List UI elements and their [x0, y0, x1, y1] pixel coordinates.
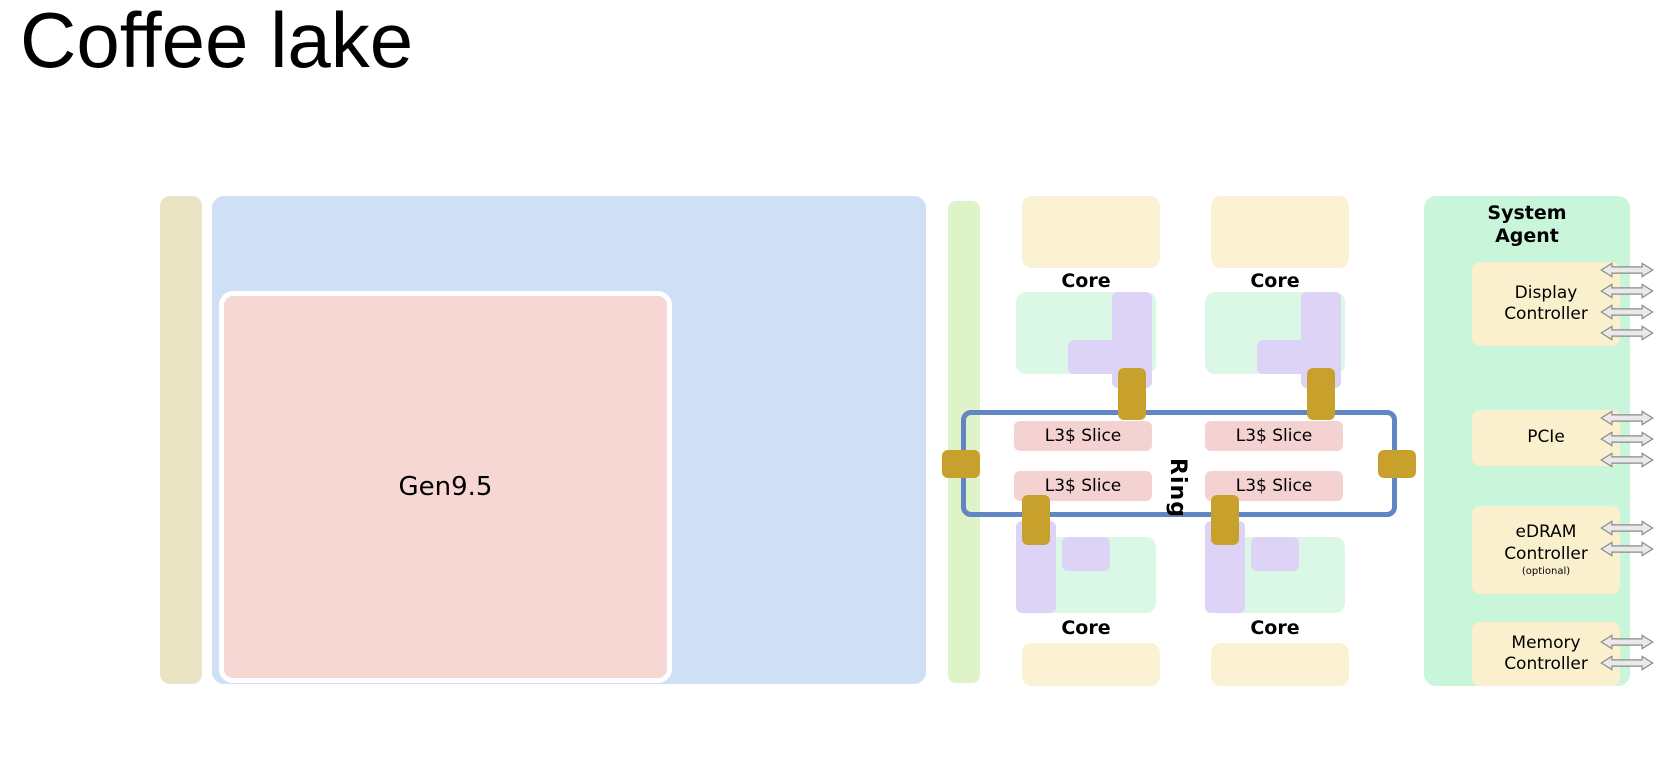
core-label: Core: [1250, 270, 1300, 292]
display-bus-arrows: [1598, 262, 1656, 341]
l3-slice: L3$ Slice: [1205, 421, 1343, 451]
edram-bus-arrows: [1598, 520, 1656, 557]
l3-slice-label: L3$ Slice: [1235, 476, 1313, 496]
edram-controller-box: eDRAM Controller (optional): [1472, 506, 1620, 594]
bus-arrow-icon: [1600, 520, 1654, 536]
ring-stop: [1378, 450, 1416, 478]
l3-slice-label: L3$ Slice: [1044, 426, 1122, 446]
bus-arrow-icon: [1600, 262, 1654, 278]
core-block: [1022, 196, 1160, 268]
core-l2-block-foot: [1251, 537, 1299, 571]
edram-optional-note: (optional): [1521, 565, 1571, 577]
pcie-box: PCIe: [1472, 410, 1620, 466]
page-title: Coffee lake: [20, 0, 414, 84]
ring-stop: [1307, 368, 1335, 420]
pcie-label: PCIe: [1527, 427, 1565, 448]
core-block: [1211, 643, 1349, 686]
core-l2-block-foot: [1068, 340, 1116, 374]
gen95-block: Gen9.5: [219, 291, 672, 683]
core-l2-block-foot: [1257, 340, 1305, 374]
ring-stop: [942, 450, 980, 478]
ring-stop: [1211, 495, 1239, 545]
pcie-bus-arrows: [1598, 410, 1656, 468]
gen95-label: Gen9.5: [398, 472, 493, 502]
bus-arrow-icon: [1600, 283, 1654, 299]
l3-slice: L3$ Slice: [1014, 421, 1152, 451]
display-controller-box: Display Controller: [1472, 262, 1620, 346]
bus-arrow-icon: [1600, 634, 1654, 650]
bus-arrow-icon: [1600, 655, 1654, 671]
bus-arrow-icon: [1600, 304, 1654, 320]
l3-slice-label: L3$ Slice: [1044, 476, 1122, 496]
core-block: [1211, 196, 1349, 268]
ring-stop: [1022, 495, 1050, 545]
l3-slice-label: L3$ Slice: [1235, 426, 1313, 446]
bus-arrow-icon: [1600, 431, 1654, 447]
core-label: Core: [1250, 617, 1300, 639]
bus-arrow-icon: [1600, 325, 1654, 341]
memory-controller-box: Memory Controller: [1472, 622, 1620, 686]
core-label: Core: [1061, 617, 1111, 639]
bus-arrow-icon: [1600, 410, 1654, 426]
core-block: [1022, 643, 1160, 686]
left-side-bar: [160, 196, 202, 684]
memory-controller-label: Memory Controller: [1504, 632, 1588, 674]
ring-label: Ring: [1165, 458, 1191, 518]
edram-controller-label: eDRAM Controller: [1504, 522, 1588, 564]
bus-arrow-icon: [1600, 541, 1654, 557]
ring-stop: [1118, 368, 1146, 420]
bus-arrow-icon: [1600, 452, 1654, 468]
system-agent-title: System Agent: [1487, 202, 1567, 247]
core-l2-block-foot: [1062, 537, 1110, 571]
memory-bus-arrows: [1598, 634, 1656, 671]
core-label: Core: [1061, 270, 1111, 292]
l3-slice: L3$ Slice: [1205, 471, 1343, 501]
display-controller-label: Display Controller: [1504, 282, 1588, 324]
